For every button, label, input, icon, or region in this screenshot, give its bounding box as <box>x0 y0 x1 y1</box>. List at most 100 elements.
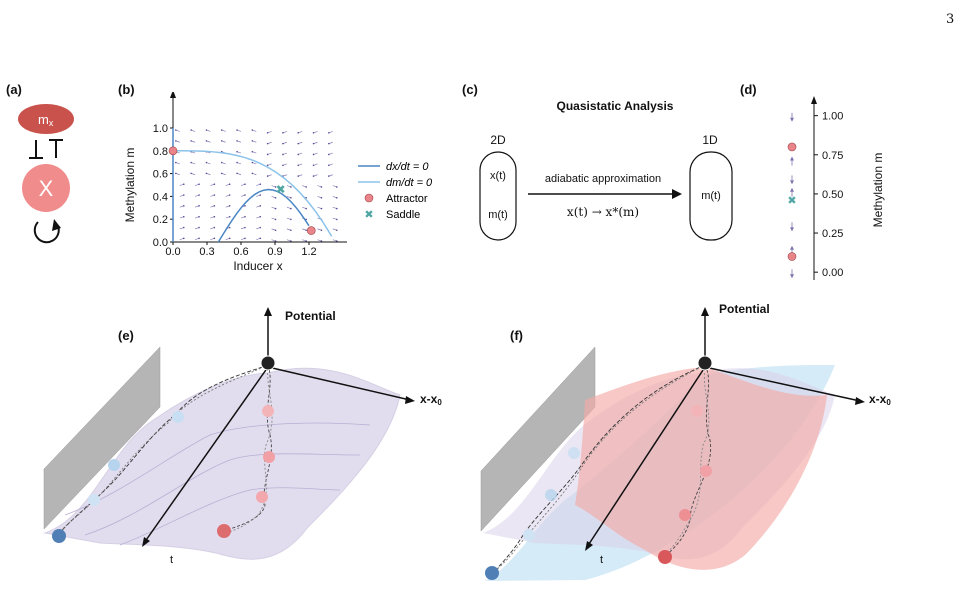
vector-arrow-head <box>228 205 231 207</box>
vector-arrow-head <box>198 205 200 207</box>
vector-arrow-head <box>182 205 185 207</box>
vector-arrow-head <box>274 240 277 242</box>
potential-axis-label-f: Potential <box>719 302 770 316</box>
wall-plane-e <box>43 346 161 530</box>
vector-arrow-head <box>320 186 323 188</box>
y-tick-label: 0.6 <box>153 169 168 181</box>
quasistatic-title: Quasistatic Analysis <box>557 99 674 113</box>
vector-arrow-head <box>228 226 231 229</box>
vector-arrow-head <box>244 194 246 196</box>
legend-label-x: dx/dt = 0 <box>386 161 429 173</box>
flow-arrow-up <box>790 245 794 250</box>
vector-arrow-head <box>335 240 338 242</box>
flow-arrow-down <box>790 180 794 185</box>
vector-arrow-head <box>266 131 269 134</box>
vector-arrow-head <box>328 142 330 145</box>
vector-arrow-head <box>259 237 262 240</box>
vector-arrow-head <box>335 229 338 232</box>
vector-arrow-head <box>198 183 200 186</box>
y-tick-label: 1.0 <box>153 123 168 135</box>
vector-arrow-head <box>305 229 307 232</box>
start-ball-f <box>697 355 713 371</box>
vector-arrow-head <box>182 237 185 240</box>
right-box <box>689 151 733 241</box>
vector-arrow-head <box>251 150 254 153</box>
vector-arrow-head <box>290 186 292 188</box>
wall-plane-f <box>480 346 596 532</box>
vector-arrow-head <box>213 183 216 186</box>
vector-arrow-head <box>328 131 330 134</box>
t-axis-f <box>586 366 706 548</box>
vector-arrow-head <box>305 207 307 210</box>
vector-arrow-head <box>236 161 238 164</box>
vector-arrow-head <box>274 218 277 221</box>
potential-axis-label-e: Potential <box>285 309 336 323</box>
x-tick-label: 0.3 <box>199 246 214 258</box>
vector-arrow-head <box>190 161 192 164</box>
vector-arrow-head <box>290 207 292 210</box>
flow-arrow-down <box>790 117 794 122</box>
d-tick-label: 0.25 <box>822 228 843 240</box>
panel-b-label: (b) <box>118 82 135 97</box>
vector-arrow-head <box>190 140 192 142</box>
saddle-point: ✖ <box>276 183 286 197</box>
vector-arrow-head <box>290 196 292 199</box>
vector-arrow-head <box>244 183 246 186</box>
vector-arrow-head <box>213 194 216 196</box>
vector-arrow-head <box>228 215 231 218</box>
t-axis-label-e: t <box>170 554 173 566</box>
potential-landscape-f: Potential x-x0 t <box>480 302 891 581</box>
vector-arrow-head <box>244 205 246 207</box>
vector-arrow-head <box>290 218 292 221</box>
right-var-m: m(t) <box>701 190 721 202</box>
vector-arrow-head <box>228 183 231 186</box>
red-balls-e <box>217 405 275 538</box>
vector-arrow-head <box>236 172 238 175</box>
vector-arrow-head <box>320 207 323 210</box>
panel-e-label: (e) <box>118 328 134 343</box>
vector-arrow-head <box>220 161 223 164</box>
vector-arrow-head <box>282 142 284 145</box>
y-tick-label: 0.2 <box>153 214 168 226</box>
x-tick-label: 0.0 <box>165 246 180 258</box>
red-balls-f <box>658 405 712 564</box>
mx-node-sub: x <box>49 118 54 128</box>
page-number: 3 <box>946 12 955 27</box>
vector-arrow-head <box>198 226 200 229</box>
vector-arrow-head <box>236 140 238 142</box>
vector-arrow-head <box>182 183 185 186</box>
vector-arrow-head <box>251 129 254 131</box>
x-axis-label-sub-e: 0 <box>437 398 442 407</box>
vector-arrow-head <box>297 131 300 134</box>
vector-arrow-head <box>259 226 262 229</box>
vector-arrow-head <box>320 240 323 242</box>
t-axis-label-f: t <box>600 554 603 566</box>
x-axis-label-sub-f: 0 <box>886 398 891 407</box>
vector-arrow-head <box>190 129 192 131</box>
vector-arrow-head <box>190 172 192 175</box>
x-node-label: X <box>39 176 54 201</box>
legend-label-attractor: Attractor <box>386 193 428 205</box>
blue-balls-f <box>485 447 580 580</box>
vector-arrow-head <box>251 140 254 142</box>
nullcline-m <box>172 150 333 237</box>
vector-arrow-head <box>251 161 254 164</box>
flow-arrow-up <box>790 187 794 192</box>
panel-d-label: (d) <box>740 82 757 97</box>
vector-arrow-head <box>198 237 200 240</box>
x-axis-title: Inducer x <box>233 259 282 273</box>
vector-arrow-head <box>205 140 208 142</box>
y-axis-arrowhead <box>170 92 176 98</box>
vector-arrow-head <box>297 153 300 156</box>
vector-arrow-head <box>328 164 330 167</box>
vector-arrow-head <box>205 161 208 164</box>
vector-arrow-head <box>282 164 284 167</box>
vector-arrow-head <box>182 194 185 196</box>
arrow-label: adiabatic approximation <box>545 173 661 185</box>
mx-node-main: m <box>38 112 49 127</box>
flow-arrow-down <box>790 227 794 232</box>
vector-arrow-head <box>312 175 315 177</box>
start-ball-e <box>260 355 276 371</box>
d-tick-label: 0.50 <box>822 189 843 201</box>
